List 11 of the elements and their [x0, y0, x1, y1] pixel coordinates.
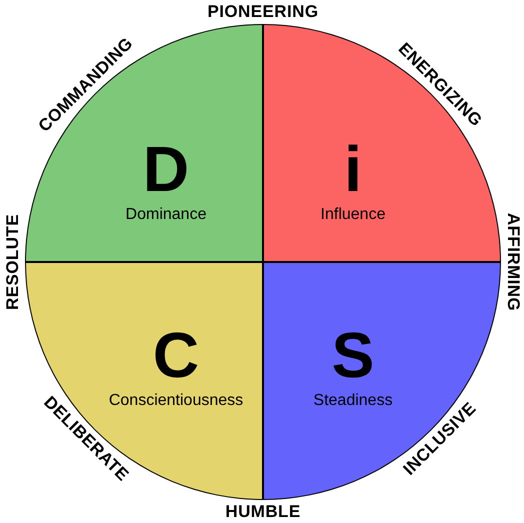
letter: i: [344, 137, 362, 201]
trait-label: PIONEERING: [208, 2, 318, 22]
style-name: Influence: [320, 205, 386, 225]
letter: S: [332, 323, 374, 387]
letter: C: [152, 323, 200, 387]
trait-label: RESOLUTE: [3, 214, 23, 310]
trait-label: AFFIRMING: [503, 212, 523, 312]
trait-label: HUMBLE: [225, 502, 301, 522]
letter: D: [142, 137, 190, 201]
style-name: Steadiness: [313, 391, 393, 411]
style-name: Dominance: [126, 205, 206, 225]
